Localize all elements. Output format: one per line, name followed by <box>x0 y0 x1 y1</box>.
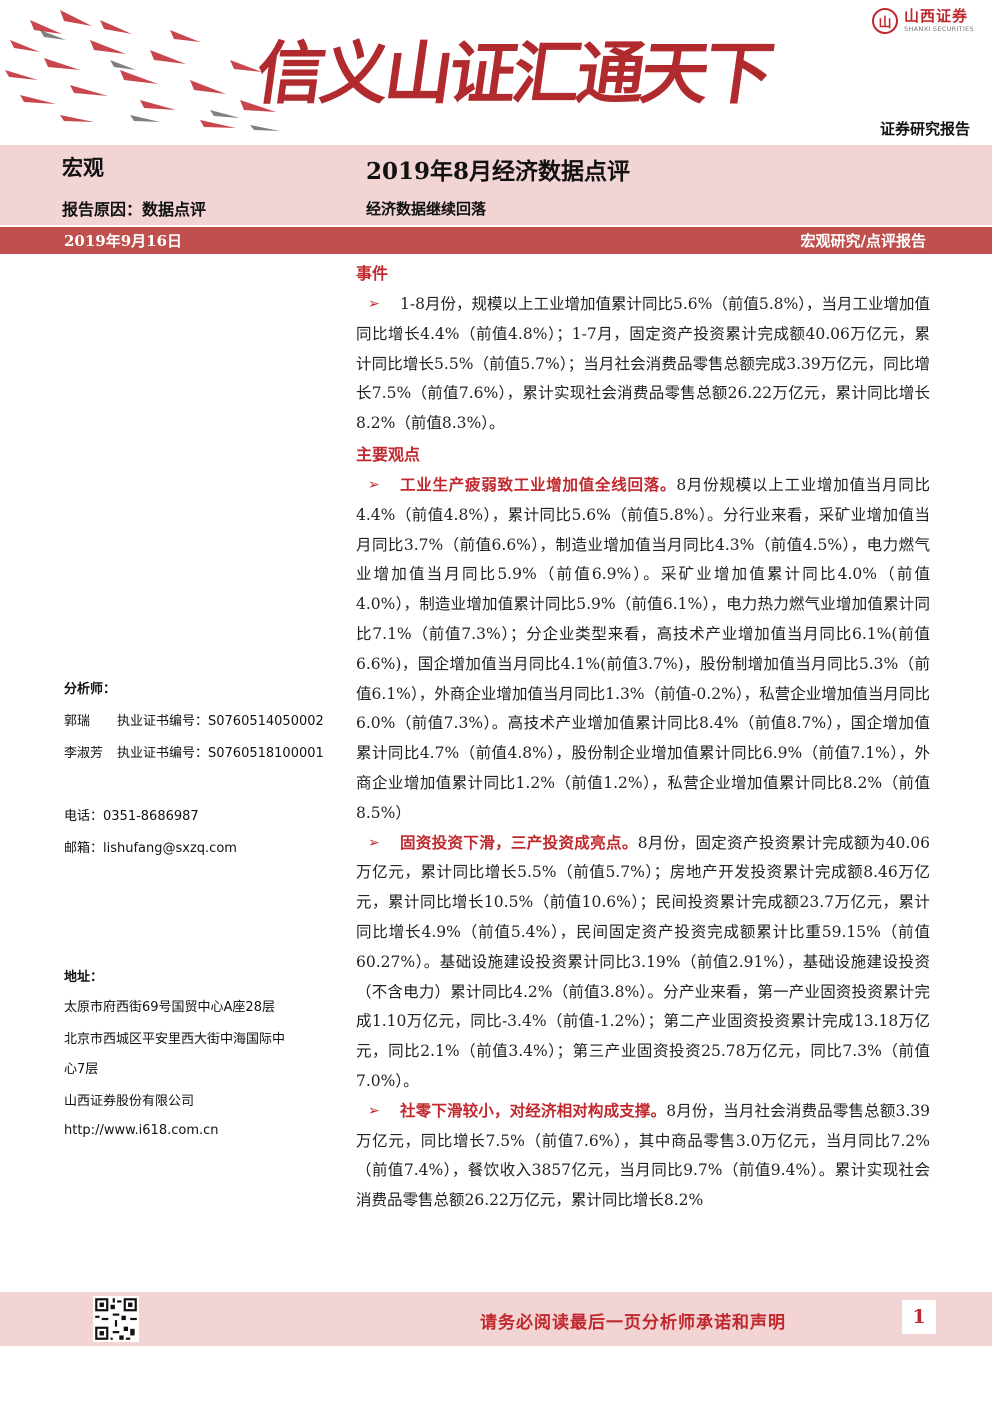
point-text: 8月份，固定资产投资累计完成额为40.06万亿元，累计同比增长5.5%（前值5.… <box>356 833 930 1090</box>
page-subtitle: 经济数据继续回落 <box>366 200 487 218</box>
qr-code-icon[interactable] <box>93 1296 139 1342</box>
event-text: 1-8月份，规模以上工业增加值累计同比5.6%（前值5.8%），当月工业增加值同… <box>356 295 930 433</box>
point-paragraph: ➢ 固资投资下滑，三产投资成亮点。8月份，固定资产投资累计完成额为40.06万亿元… <box>356 829 930 1097</box>
arrow-swarm-graphic <box>5 10 280 131</box>
address-beijing-line2: 心7层 <box>64 1062 99 1077</box>
report-date: 2019年9月16日 <box>64 232 183 250</box>
point-text: 8月份规模以上工业增加值当月同比4.4%（前值4.8%），累计同比5.6%（前值… <box>356 475 930 822</box>
title-band <box>0 145 992 225</box>
section-heading-events: 事件 <box>356 264 389 283</box>
bullet-arrow-icon: ➢ <box>368 296 380 312</box>
point-text: 8月份，当月社会消费品零售总额3.39万亿元，同比增长7.5%（前值7.6%），… <box>356 1101 930 1210</box>
address-beijing-line1: 北京市西城区平安里西大街中海国际中 <box>64 1032 286 1047</box>
footer-disclaimer: 请务必阅读最后一页分析师承诺和声明 <box>480 1313 786 1333</box>
address-taiyuan: 太原市府西街69号国贸中心A座28层 <box>64 1000 275 1015</box>
date-band <box>0 227 992 254</box>
company-name: 山西证券股份有限公司 <box>64 1094 195 1109</box>
analyst-label: 分析师： <box>64 682 117 697</box>
bullet-arrow-icon: ➢ <box>368 476 380 493</box>
section-heading-views: 主要观点 <box>356 444 421 464</box>
page-title: 2019年8月经济数据点评 <box>366 158 631 185</box>
analyst-name: 李淑芳 <box>64 746 104 761</box>
report-category: 宏观 <box>62 156 104 180</box>
analyst-cert: 执业证书编号：S0760518100001 <box>117 746 324 761</box>
bullet-arrow-icon: ➢ <box>368 834 380 851</box>
analyst-cert: 执业证书编号：S0760514050002 <box>117 714 324 729</box>
report-series: 宏观研究/点评报告 <box>800 232 926 250</box>
analyst-name: 郭瑞 <box>64 714 91 729</box>
footer-band <box>0 1292 992 1346</box>
event-paragraph: ➢1-8月份，规模以上工业增加值累计同比5.6%（前值5.8%），当月工业增加值… <box>356 290 930 439</box>
point-lead: 社零下滑较小，对经济相对构成支撑。 <box>400 1101 667 1120</box>
email-address[interactable]: 邮箱：lishufang@sxzq.com <box>64 841 237 856</box>
logo-name-en: SHANXI SECURITIES <box>904 25 974 34</box>
point-paragraph: ➢ 社零下滑较小，对经济相对构成支撑。8月份，当月社会消费品零售总额3.39万亿元… <box>356 1097 930 1216</box>
bullet-arrow-icon: ➢ <box>368 1102 380 1119</box>
address-label: 地址： <box>64 970 104 985</box>
phone-number: 电话：0351-8686987 <box>64 809 199 824</box>
report-type-label: 证券研究报告 <box>879 120 970 138</box>
header-banner: 信义山证汇通天下 山 山西证券 SHANXI SECURITIES 证券研究报告 <box>0 0 992 145</box>
company-logo: 山 山西证券 SHANXI SECURITIES <box>872 8 974 34</box>
page-number: 1 <box>902 1300 936 1334</box>
company-logo-icon: 山 <box>872 8 899 34</box>
point-lead: 固资投资下滑，三产投资成亮点。 <box>400 833 638 852</box>
website-link[interactable]: http://www.i618.com.cn <box>64 1123 219 1138</box>
logo-name-cn: 山西证券 <box>904 7 969 26</box>
report-reason: 报告原因：数据点评 <box>62 200 207 219</box>
slogan: 信义山证汇通天下 <box>251 34 775 114</box>
point-paragraph: ➢ 工业生产疲弱致工业增加值全线回落。8月份规模以上工业增加值当月同比4.4%（前… <box>356 471 930 829</box>
point-lead: 工业生产疲弱致工业增加值全线回落。 <box>400 475 677 494</box>
main-content: 事件 ➢1-8月份，规模以上工业增加值累计同比5.6%（前值5.8%），当月工业… <box>356 258 930 1216</box>
